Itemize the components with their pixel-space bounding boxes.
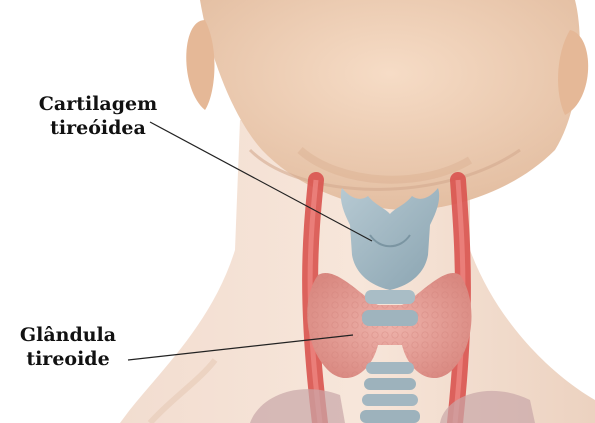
label-line: tireóidea [28,116,168,140]
label-line: Glândula [4,323,132,347]
label-line: Cartilagem [28,92,168,116]
label-thyroid-gland: Glândula tireoide [4,323,132,371]
label-line: tireoide [4,347,132,371]
label-thyroid-cartilage: Cartilagem tireóidea [28,92,168,140]
